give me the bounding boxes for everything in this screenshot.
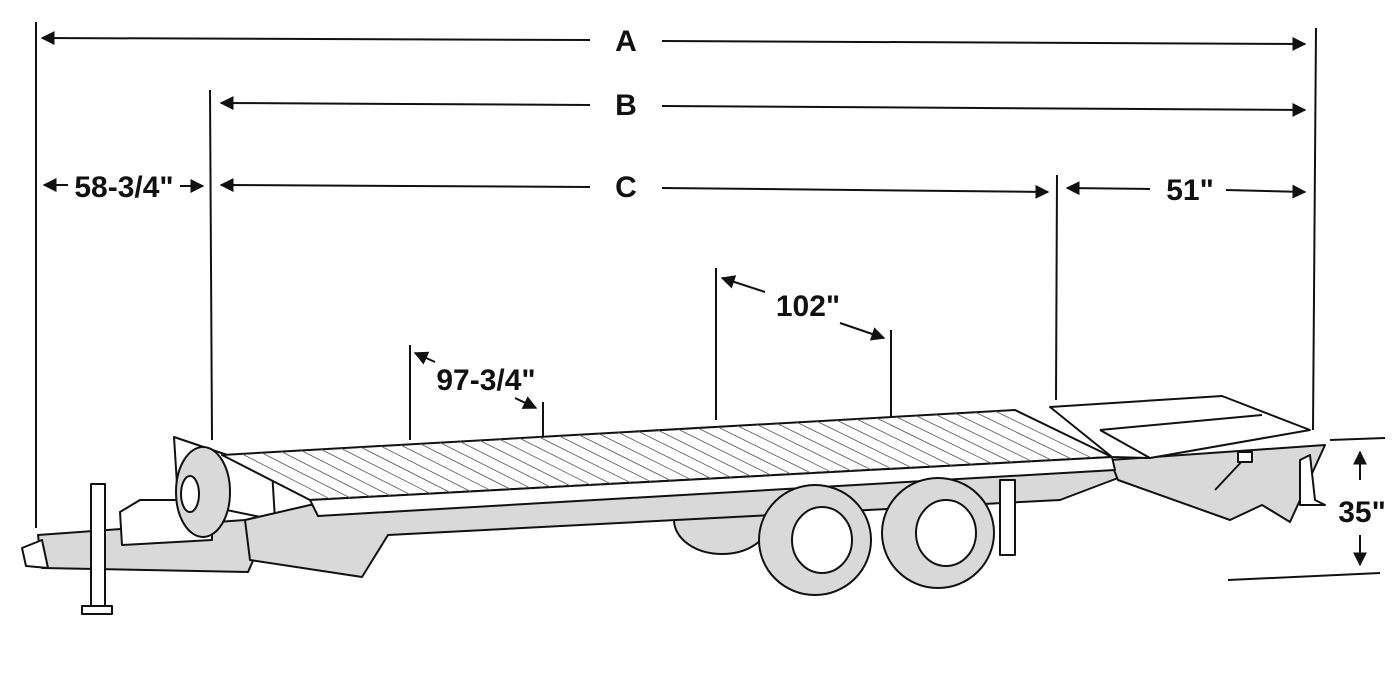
spare-tire-hub: [180, 475, 200, 513]
dimension-a: A: [40, 25, 1307, 58]
tongue-jack: [90, 483, 106, 615]
deck-plank-line: [757, 424, 852, 472]
deck-plank-line: [400, 444, 491, 491]
deck-plank-line: [975, 411, 1073, 460]
deck-plank-line: [915, 415, 1012, 463]
dimension-c: C: [219, 171, 1050, 204]
deck-plank-line: [459, 441, 551, 488]
deck-plank-line: [281, 451, 371, 498]
deck-plank-line: [578, 434, 672, 482]
label-b: B: [615, 89, 637, 122]
support-leg: [999, 479, 1016, 556]
deck-plank-line: [935, 414, 1032, 462]
label-width-outer: 102": [776, 290, 840, 323]
dimension-tongue: 58-3/4": [42, 171, 205, 204]
dimension-width-outer: 102": [720, 275, 886, 341]
deck-plank-line: [876, 417, 972, 465]
deck-plank-line: [439, 442, 531, 489]
tail-hook: [1299, 454, 1326, 506]
dimension-width-inner: 97-3/4": [413, 351, 538, 409]
deck-plank-line: [558, 435, 652, 483]
deck-edge: [309, 456, 1116, 517]
label-a: A: [615, 25, 637, 58]
ramp-latch: [1237, 451, 1253, 463]
deck-plank-line: [776, 423, 872, 471]
deck-plank-line: [340, 447, 431, 494]
spare-tire: [175, 446, 231, 538]
deck-plank-line: [479, 440, 571, 487]
dimension-tail: 51": [1065, 174, 1307, 207]
deck-plank-line: [895, 416, 992, 464]
dimension-b: B: [219, 89, 1307, 122]
deck-plank-line: [519, 437, 611, 485]
wheel-rear: [881, 477, 995, 589]
deck-plank-line: [598, 433, 692, 480]
deck-plank-line: [816, 420, 912, 469]
label-tail-length: 51": [1166, 174, 1214, 207]
label-width-inner: 97-3/4": [436, 364, 535, 397]
deck-plank-line: [301, 450, 391, 497]
dimension-height: 35": [1338, 450, 1386, 567]
deck-plank-line: [539, 436, 631, 484]
deck-plank-line: [618, 432, 712, 479]
jack-foot: [81, 605, 113, 615]
wheel-front: [758, 484, 872, 596]
deck-plank-line: [320, 449, 411, 495]
deck-planks: [241, 410, 1093, 500]
label-deck-height: 35": [1338, 496, 1386, 529]
deck-plank-line: [955, 413, 1053, 461]
deck-plank-line: [360, 446, 451, 493]
beavertail-frame: [1109, 444, 1326, 523]
deck-plank-line: [657, 429, 752, 477]
deck-plank-line: [796, 422, 892, 470]
deck-plank-line: [261, 452, 351, 499]
coupler: [21, 539, 49, 569]
deck-plank-line: [995, 410, 1093, 459]
deck-plank-line: [717, 426, 812, 474]
deck-plank-line: [499, 438, 591, 486]
trailer-illustration: [21, 395, 1326, 615]
deck-plank-line: [697, 427, 792, 475]
label-c: C: [615, 171, 637, 204]
beavertail-deck: [1049, 395, 1311, 459]
label-tongue-length: 58-3/4": [74, 171, 173, 204]
deck-plank-line: [836, 419, 932, 468]
deck-plank-line: [241, 453, 331, 500]
deck-plank-line: [638, 431, 732, 478]
deck-plank-line: [420, 443, 511, 490]
deck-plank-line: [856, 418, 952, 466]
deck-plank-line: [737, 425, 832, 473]
deck-plank-line: [677, 428, 772, 476]
deck-plank-line: [380, 445, 471, 492]
